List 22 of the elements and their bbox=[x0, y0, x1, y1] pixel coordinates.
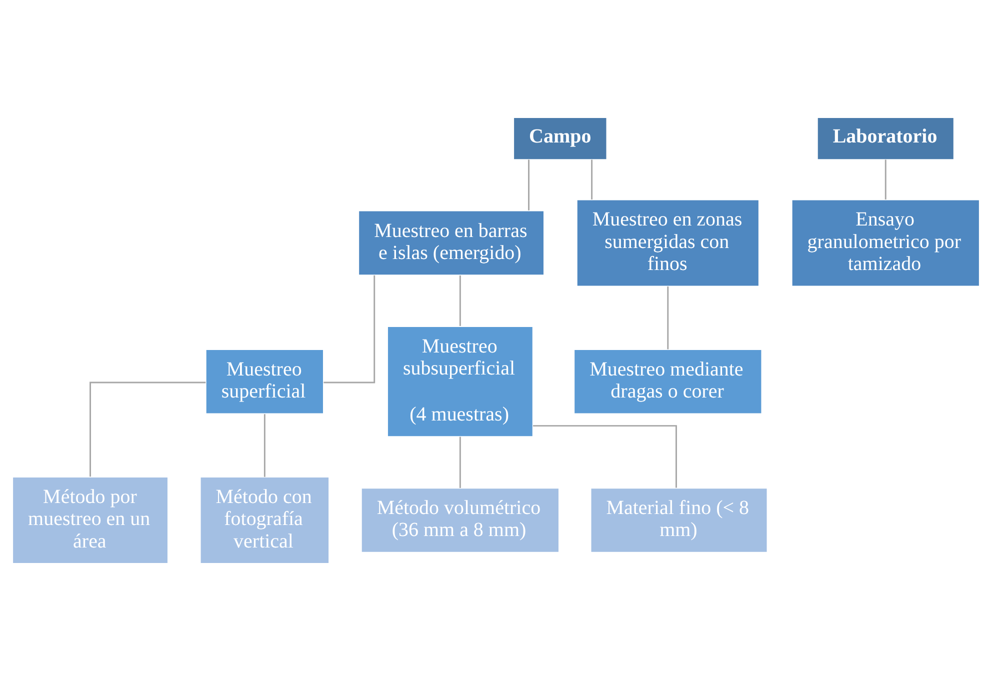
connector bbox=[533, 424, 677, 488]
connector bbox=[459, 274, 461, 326]
node-box: Ensayo granulometrico por tamizado bbox=[791, 198, 980, 286]
node-box: Campo bbox=[512, 116, 608, 160]
node-box: Método volumétrico (36 mm a 8 mm) bbox=[360, 486, 560, 552]
node-box: Método con fotografía vertical bbox=[200, 476, 330, 564]
node-box: Laboratorio bbox=[816, 116, 954, 160]
node-box: Muestreo en zonas sumergidas con finos bbox=[576, 198, 760, 286]
node-box: Muestreo en barras e islas (emergido) bbox=[358, 210, 545, 276]
connector bbox=[591, 159, 593, 199]
node-box: Muestreo mediante dragas o corer bbox=[573, 348, 762, 414]
node-box: Muestreo subsuperficial (4 muestras) bbox=[386, 325, 534, 437]
connector bbox=[264, 414, 266, 476]
connector bbox=[459, 436, 461, 488]
node-box: Material fino (< 8 mm) bbox=[590, 486, 768, 552]
connector bbox=[884, 159, 886, 199]
connector bbox=[90, 381, 206, 476]
connector bbox=[667, 286, 669, 349]
connector bbox=[528, 159, 530, 210]
node-box: Método por muestreo en un área bbox=[12, 476, 169, 564]
node-box: Muestreo superficial bbox=[205, 348, 324, 414]
connector bbox=[324, 274, 376, 383]
